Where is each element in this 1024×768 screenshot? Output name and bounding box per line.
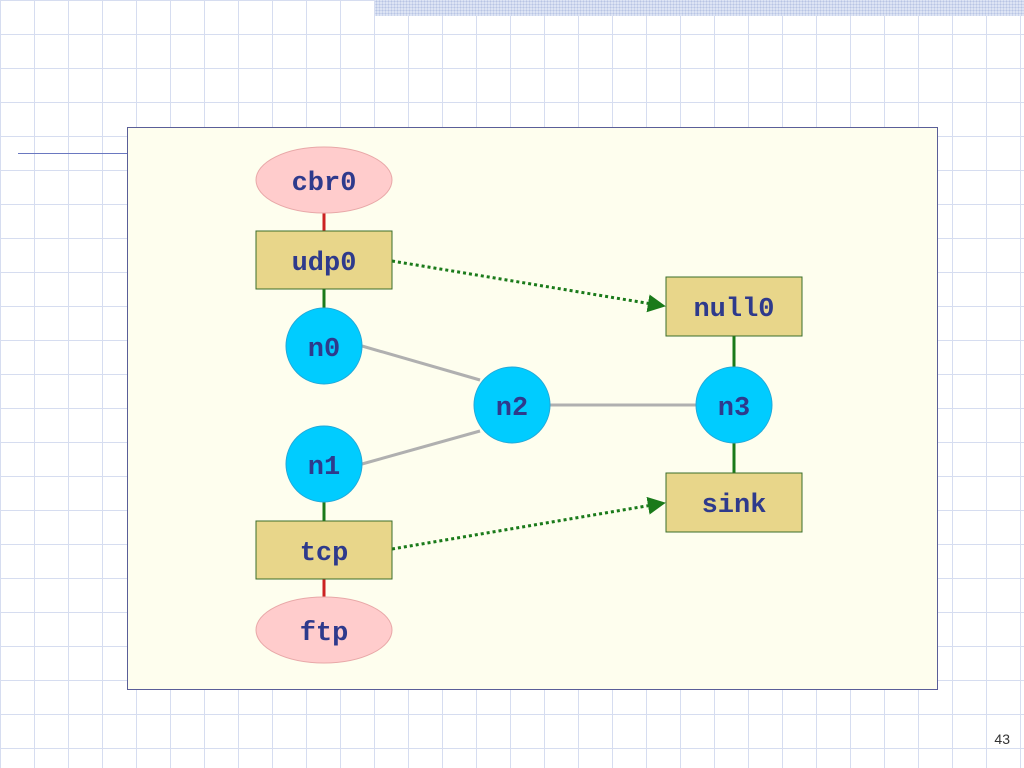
node-n1: n1: [285, 425, 363, 503]
link-n0-n2: [361, 344, 481, 382]
page-number: 43: [994, 731, 1010, 747]
node-n0-label: n0: [308, 335, 340, 365]
header-band: [375, 0, 1024, 16]
agent-null0-label: null0: [693, 295, 774, 325]
connection-tcp-sink: [391, 496, 666, 551]
link-n1-n2: [361, 429, 481, 466]
app-ftp-label: ftp: [300, 619, 349, 649]
node-n3-label: n3: [718, 394, 750, 424]
agent-sink: sink: [665, 472, 803, 533]
title-underline: [18, 153, 130, 154]
node-n3: n3: [695, 366, 773, 444]
node-n2: n2: [473, 366, 551, 444]
connection-udp0-null0: [391, 259, 666, 313]
app-cbr0: cbr0: [255, 146, 393, 214]
agent-tcp-label: tcp: [300, 539, 349, 569]
agent-null0: null0: [665, 276, 803, 337]
agent-udp0: udp0: [255, 230, 393, 290]
node-n1-label: n1: [308, 453, 340, 483]
agent-sink-label: sink: [702, 491, 767, 521]
agent-udp0-label: udp0: [292, 249, 357, 279]
node-n0: n0: [285, 307, 363, 385]
node-n2-label: n2: [496, 394, 528, 424]
app-cbr0-label: cbr0: [292, 169, 357, 199]
app-ftp: ftp: [255, 596, 393, 664]
agent-tcp: tcp: [255, 520, 393, 580]
